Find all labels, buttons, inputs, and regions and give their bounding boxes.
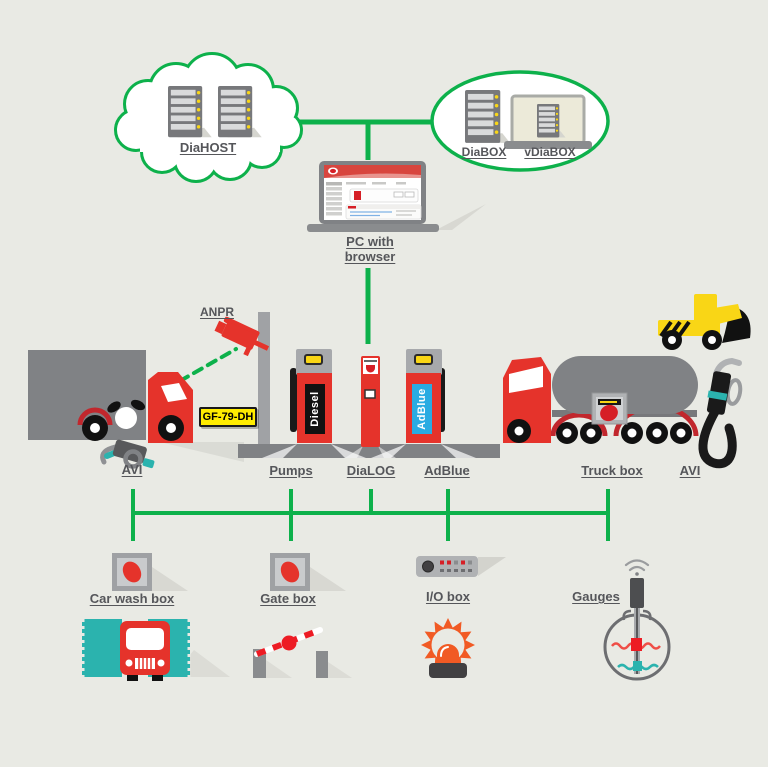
car-wash-icon [81,619,230,681]
wheel-loader-icon [658,294,751,350]
fuel-pump-icon [290,349,332,443]
label-diahost: DiaHOST [179,140,237,155]
fuel-nozzle-icon [698,357,743,469]
license-plate: GF-79-DH [199,407,257,427]
camera-pole [258,312,270,448]
diabox-oval [430,70,610,172]
pc-with-browser [307,161,486,232]
avi-tank-inlet [107,399,146,429]
level-gauge-icon [603,608,671,681]
truck-icon [28,350,244,462]
label-pumps: Pumps [269,463,313,478]
io-module-icon [416,556,506,577]
cloud-icon [114,52,303,183]
label-pc-line2: browser [344,249,396,264]
browser-screenshot [324,165,422,220]
camera-icon [214,316,270,357]
adblue-pump-icon [406,349,445,443]
wifi-antenna-icon [624,559,650,608]
fuel-nozzle-icon [100,439,155,469]
label-pc-line1: PC with [346,234,394,249]
label-vdiabox: vDiaBOX [524,145,576,159]
label-avi-right: AVI [679,463,701,478]
pump-island [238,444,500,458]
control-box-icon [112,553,188,591]
network-lines [288,119,436,344]
laptop-icon [504,94,592,149]
adblue-pump-label: AdBlue [416,388,428,430]
label-car-wash-box: Car wash box [89,591,175,606]
label-avi-left: AVI [121,462,143,477]
label-gauges: Gauges [572,589,620,604]
label-anpr: ANPR [199,305,235,319]
alarm-beacon-icon [421,618,475,678]
bus-lines [131,489,610,541]
label-io-box: I/O box [425,589,471,604]
label-diabox: DiaBOX [461,145,507,159]
truck-box-icon [591,392,628,425]
diesel-pump-label: Diesel [309,391,321,427]
label-dialog: DiaLOG [346,463,396,478]
label-truck-box: Truck box [581,463,643,478]
anpr-scan-line [178,347,238,383]
label-gate-box: Gate box [260,591,316,606]
control-box-icon [270,553,346,591]
label-adblue: AdBlue [424,463,470,478]
tanker-truck-icon [503,356,699,444]
barrier-gate-icon [253,627,352,678]
terminal-icon [361,356,380,447]
